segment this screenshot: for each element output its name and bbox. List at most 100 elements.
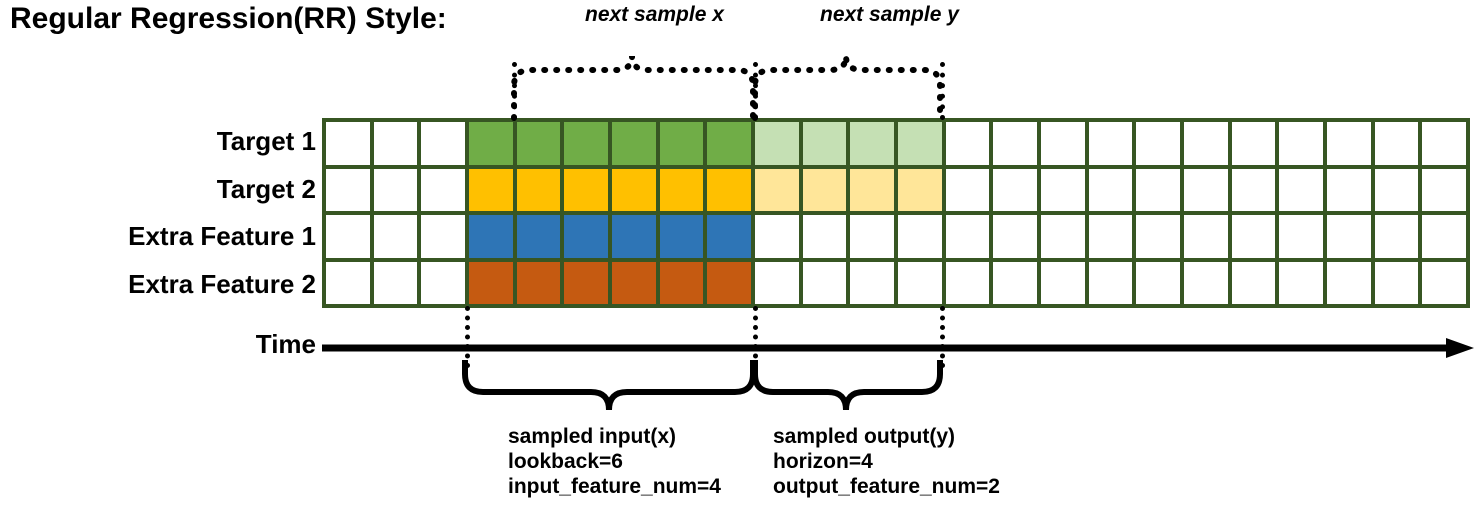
row-label-extra-feature-1: Extra Feature 1 xyxy=(128,221,316,251)
grid-cell-r2-c20 xyxy=(1279,215,1323,258)
grid-cell-r1-c11 xyxy=(850,168,894,211)
grid-cell-r0-c2 xyxy=(421,122,465,165)
grid-cell-r2-c18 xyxy=(1184,215,1228,258)
guide-line-horizon-end-top xyxy=(940,62,945,120)
grid-cell-r3-c10 xyxy=(802,261,847,304)
grid-cell-r0-c23 xyxy=(1422,122,1466,165)
grid-cell-r0-c16 xyxy=(1088,122,1133,165)
grid-cell-r1-c17 xyxy=(1136,168,1180,211)
grid-cell-r1-c8 xyxy=(707,168,751,211)
caption-sampled-input-line1: sampled input(x) xyxy=(508,425,677,448)
grid-cell-r1-c1 xyxy=(373,168,418,211)
row-label-extra-feature-2: Extra Feature 2 xyxy=(128,269,316,299)
grid-cell-r1-c0 xyxy=(326,168,370,211)
grid-cell-r2-c0 xyxy=(326,215,370,258)
guide-line-lookback-start-bottom xyxy=(465,306,470,368)
grid-cell-r3-c3 xyxy=(469,261,513,304)
grid-cell-r1-c14 xyxy=(993,168,1037,211)
caption-sampled-output-line1: sampled output(y) xyxy=(773,425,955,448)
grid-cell-r1-c21 xyxy=(1327,168,1371,211)
grid-cell-r0-c12 xyxy=(898,122,942,165)
grid-cell-r3-c2 xyxy=(421,261,465,304)
grid-cell-r0-c8 xyxy=(707,122,751,165)
grid-cell-r0-c4 xyxy=(516,122,561,165)
grid-cell-r0-c3 xyxy=(469,122,513,165)
grid-cell-r3-c7 xyxy=(659,261,704,304)
guide-line-horizon-end-bottom xyxy=(940,306,945,368)
grid-cell-r0-c9 xyxy=(755,122,799,165)
timeline-grid xyxy=(322,118,1470,308)
caption-next-sample-y: next sample y xyxy=(820,3,959,26)
grid-cell-r2-c15 xyxy=(1041,215,1085,258)
grid-cell-r2-c11 xyxy=(850,215,894,258)
grid-cell-r3-c22 xyxy=(1374,261,1419,304)
top-brace-group xyxy=(511,55,943,121)
grid-cell-r3-c18 xyxy=(1184,261,1228,304)
caption-sampled-input-line2: lookback=6 xyxy=(508,450,623,473)
grid-cell-r1-c4 xyxy=(516,168,561,211)
grid-cell-r2-c9 xyxy=(755,215,799,258)
grid-cell-r3-c13 xyxy=(945,261,990,304)
grid-cell-r0-c7 xyxy=(659,122,704,165)
grid-cell-r0-c15 xyxy=(1041,122,1085,165)
caption-next-sample-x: next sample x xyxy=(585,3,724,26)
grid-cell-r2-c22 xyxy=(1374,215,1419,258)
grid-cell-r0-c5 xyxy=(564,122,608,165)
grid-cell-r1-c7 xyxy=(659,168,704,211)
grid-cell-r3-c16 xyxy=(1088,261,1133,304)
grid-cell-r2-c3 xyxy=(469,215,513,258)
caption-sampled-output-line2: horizon=4 xyxy=(773,450,873,473)
grid-cell-r2-c8 xyxy=(707,215,751,258)
grid-cell-r3-c21 xyxy=(1327,261,1371,304)
grid-cell-r0-c0 xyxy=(326,122,370,165)
grid-cell-r3-c8 xyxy=(707,261,751,304)
grid-cell-r3-c5 xyxy=(564,261,608,304)
grid-cell-r1-c2 xyxy=(421,168,465,211)
grid-cell-r0-c11 xyxy=(850,122,894,165)
caption-sampled-input-line3: input_feature_num=4 xyxy=(508,475,721,498)
row-label-target-1: Target 1 xyxy=(216,126,316,156)
grid-cell-r3-c19 xyxy=(1231,261,1276,304)
grid-cell-r2-c19 xyxy=(1231,215,1276,258)
grid-cell-r0-c1 xyxy=(373,122,418,165)
grid-cell-r1-c16 xyxy=(1088,168,1133,211)
grid-cell-r1-c20 xyxy=(1279,168,1323,211)
grid-cell-r0-c13 xyxy=(945,122,990,165)
bottom-brace-group xyxy=(462,360,943,411)
row-label-target-2: Target 2 xyxy=(216,174,316,204)
grid-cell-r1-c5 xyxy=(564,168,608,211)
grid-cell-r1-c10 xyxy=(802,168,847,211)
grid-cell-r3-c20 xyxy=(1279,261,1323,304)
grid-cell-r3-c23 xyxy=(1422,261,1466,304)
grid-cell-r0-c22 xyxy=(1374,122,1419,165)
grid-cell-r2-c21 xyxy=(1327,215,1371,258)
grid-cell-r0-c21 xyxy=(1327,122,1371,165)
grid-cell-r2-c4 xyxy=(516,215,561,258)
time-axis-arrow xyxy=(322,338,1474,358)
grid-cell-r2-c14 xyxy=(993,215,1037,258)
caption-sampled-output: sampled output(y) horizon=4 output_featu… xyxy=(773,424,1000,499)
grid-cell-r2-c16 xyxy=(1088,215,1133,258)
grid-cell-r3-c0 xyxy=(326,261,370,304)
grid-cell-r0-c10 xyxy=(802,122,847,165)
grid-cell-r3-c14 xyxy=(993,261,1037,304)
grid-cell-r2-c6 xyxy=(612,215,656,258)
grid-cell-r0-c20 xyxy=(1279,122,1323,165)
grid-cell-r0-c6 xyxy=(612,122,656,165)
grid-cell-r2-c12 xyxy=(898,215,942,258)
grid-cell-r3-c1 xyxy=(373,261,418,304)
grid-cell-r1-c15 xyxy=(1041,168,1085,211)
grid-cell-r0-c17 xyxy=(1136,122,1180,165)
grid-cell-r0-c19 xyxy=(1231,122,1276,165)
grid-cell-r1-c12 xyxy=(898,168,942,211)
grid-cell-r2-c17 xyxy=(1136,215,1180,258)
grid-cell-r3-c4 xyxy=(516,261,561,304)
time-axis-label: Time xyxy=(255,329,316,359)
grid-cell-r2-c10 xyxy=(802,215,847,258)
grid-cell-r1-c3 xyxy=(469,168,513,211)
grid-cell-r2-c2 xyxy=(421,215,465,258)
grid-cell-r3-c17 xyxy=(1136,261,1180,304)
grid-cell-r1-c6 xyxy=(612,168,656,211)
grid-cell-r1-c9 xyxy=(755,168,799,211)
grid-cell-r1-c23 xyxy=(1422,168,1466,211)
